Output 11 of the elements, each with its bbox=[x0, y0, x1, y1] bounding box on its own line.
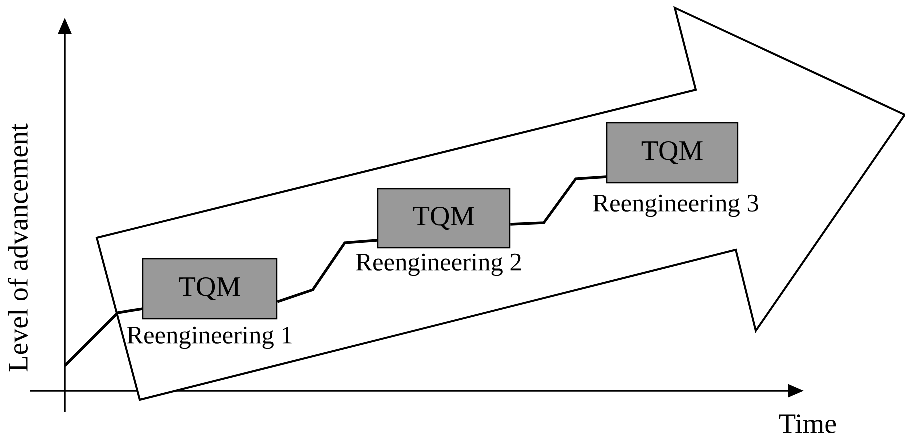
process-box: TQM bbox=[142, 258, 278, 320]
connector-line bbox=[277, 239, 378, 304]
box-caption: Reengineering 1 bbox=[127, 326, 292, 350]
axis-label: Time bbox=[779, 414, 836, 434]
connector-line bbox=[510, 176, 607, 226]
process-box: TQM bbox=[606, 122, 739, 184]
box-caption: Reengineering 3 bbox=[593, 194, 758, 218]
axis-label: Level of advancement bbox=[8, 124, 28, 372]
box-caption: Reengineering 2 bbox=[356, 254, 521, 276]
process-box: TQM bbox=[377, 188, 511, 249]
connector-line bbox=[64, 308, 143, 367]
